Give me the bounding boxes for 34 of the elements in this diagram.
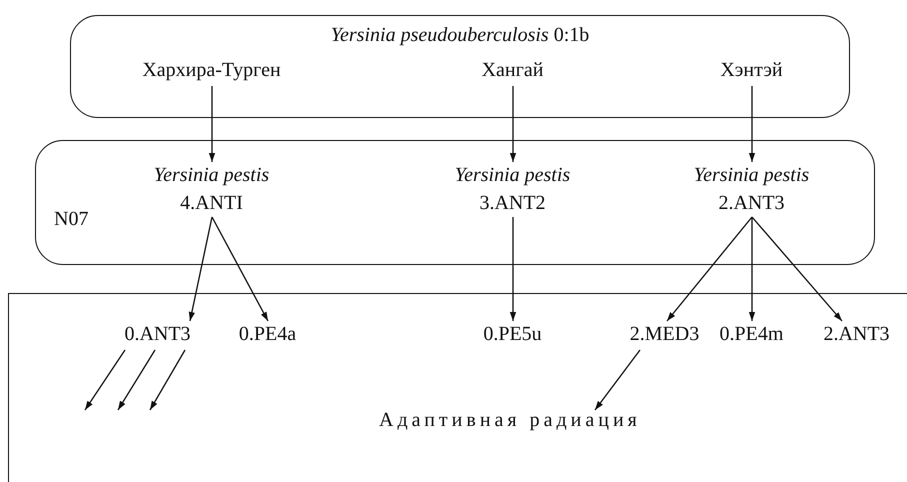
caption-text: Адаптивная радиация — [379, 408, 641, 432]
species-title: Yersinia pseudouberculosis 0:1b — [330, 23, 590, 47]
arrow — [149, 350, 186, 410]
region-label: Хангай — [480, 58, 544, 82]
lineage-label: 4.ANTI — [179, 190, 244, 214]
rounded-box — [70, 15, 850, 118]
arrow — [208, 86, 216, 162]
lineage-label: 2.MED3 — [628, 322, 700, 346]
arrow — [188, 216, 213, 322]
region-label: Хэнтэй — [719, 58, 784, 82]
arrow — [748, 217, 756, 321]
arrow — [594, 350, 641, 410]
lineage-label: 0.PE5u — [482, 322, 543, 346]
arrow — [748, 86, 756, 162]
arrow — [510, 217, 516, 321]
arrow — [117, 350, 156, 410]
arrow — [510, 86, 516, 162]
species-label: Yersinia pestis — [152, 162, 270, 186]
radiation-frame — [8, 293, 907, 482]
region-label: Хархира-Турген — [141, 58, 282, 82]
lineage-label: 0.PE4m — [718, 322, 784, 346]
arrow — [211, 216, 269, 322]
species-label: Yersinia pestis — [454, 162, 572, 186]
arrow — [752, 216, 842, 322]
arrow — [84, 350, 126, 410]
lineage-label: 2.ANT3 — [717, 190, 786, 214]
rounded-box — [35, 140, 875, 265]
species-label: Yersinia pestis — [692, 162, 810, 186]
lineage-label: 0.ANT3 — [123, 322, 192, 346]
lineage-label: 2.ANT3 — [822, 322, 891, 346]
lineage-label: 3.ANT2 — [478, 190, 547, 214]
lineage-label: 0.PE4a — [238, 322, 298, 346]
group-label: N07 — [54, 207, 88, 231]
arrow — [666, 216, 752, 322]
